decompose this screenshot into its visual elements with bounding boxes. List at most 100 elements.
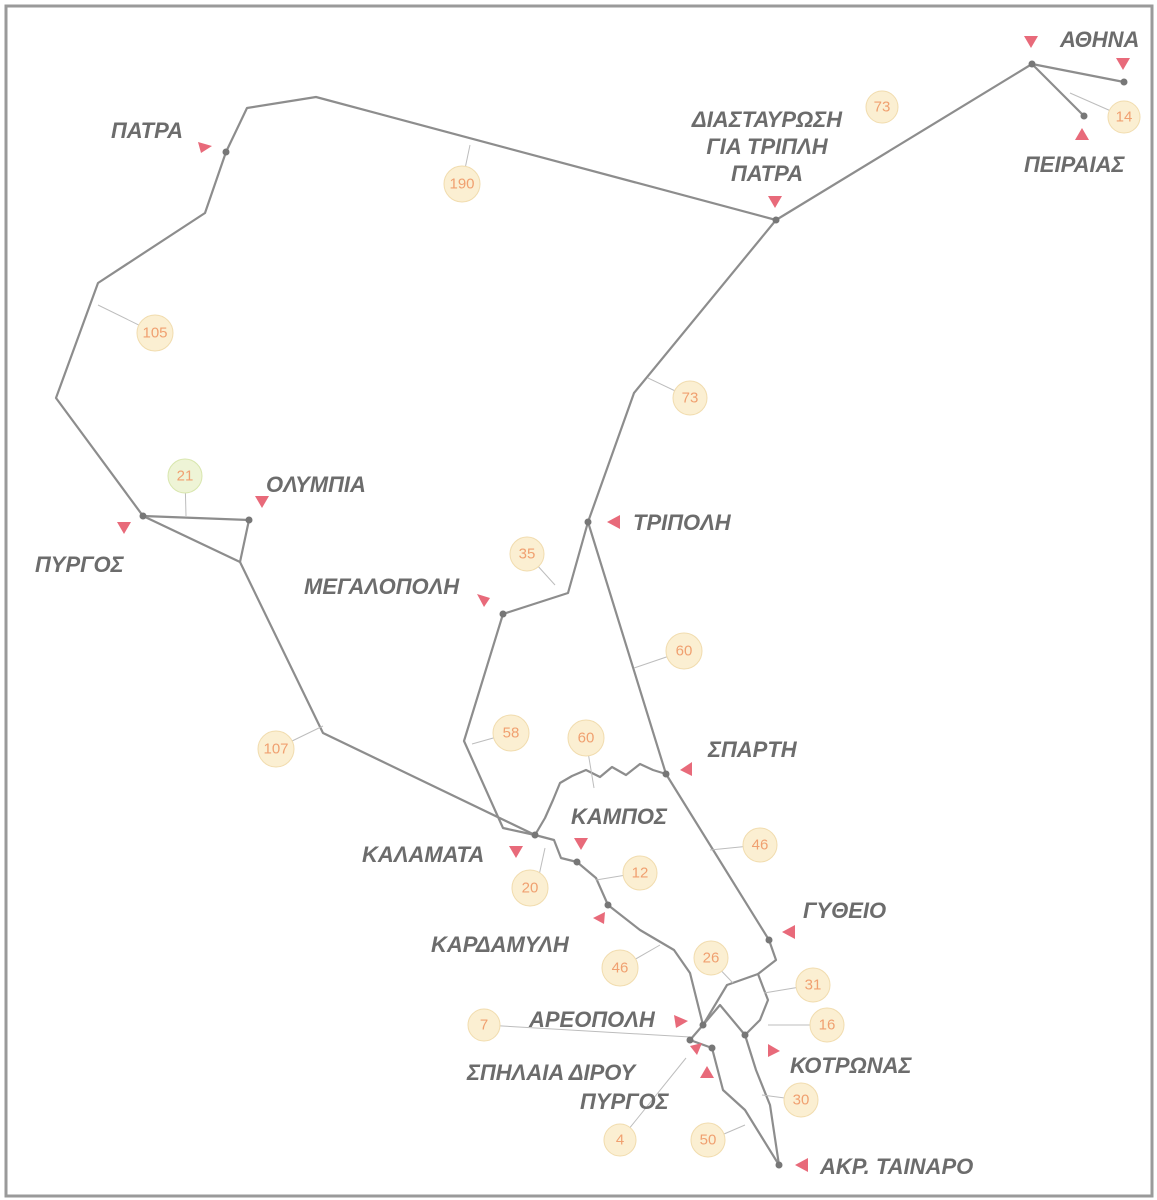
marker-dirou-icon [690, 1043, 702, 1055]
label-kotronas: ΚΟΤΡΩΝΑΣ [790, 1053, 912, 1078]
label-sparti: ΣΠΑΡΤΗ [707, 737, 798, 762]
label-junction-line1: ΔΙΑΣΤΑΥΡΩΣΗ [691, 107, 843, 132]
road-junction-tripoli [586, 218, 778, 524]
badge-areopoli-dirou: 7 [467, 1008, 501, 1042]
svg-text:60: 60 [676, 643, 693, 660]
label-junction-line2: ΓΙΑ ΤΡΙΠΛΗ [706, 134, 828, 159]
marker-areopoli-icon [674, 1015, 688, 1028]
svg-text:46: 46 [752, 837, 769, 854]
label-kampos: ΚΑΜΠΟΣ [571, 804, 668, 829]
road-pyrgos-olympia [141, 514, 251, 522]
svg-text:58: 58 [503, 725, 520, 742]
marker-kotronas-icon [768, 1044, 780, 1057]
junction-dots [139, 60, 1128, 1169]
badge-pyrgos-tainaro: 30 [783, 1082, 819, 1118]
label-areopoli: ΑΡΕΟΠΟΛΗ [528, 1007, 656, 1032]
marker-athina-right-icon [1116, 58, 1130, 70]
road-gytheio-kotronas [743, 972, 770, 1037]
badge-kampos-sparti: 60 [567, 719, 605, 757]
label-megalopoli: ΜΕΓΑΛΟΠΟΛΗ [304, 574, 460, 599]
badge-kardamyli-areopoli: 46 [601, 949, 639, 987]
label-athina: ΑΘΗΝΑ [1059, 27, 1139, 52]
road-megalopoli-kalamata [462, 612, 537, 837]
label-gytheio: ΓΥΘΕΙΟ [803, 898, 886, 923]
marker-sparti-icon [680, 762, 692, 776]
svg-text:21: 21 [177, 468, 194, 485]
marker-junction-icon [768, 196, 782, 208]
road-patra-pyrgos [54, 150, 228, 518]
marker-kampos-icon [574, 838, 588, 850]
map-border [4, 4, 1154, 1198]
badge-areopoli-tainaro: 50 [690, 1122, 726, 1158]
road-areopoli-kotronas [701, 1003, 747, 1037]
road-junction-athina [774, 62, 1034, 222]
badge-junction-tripoli: 73 [672, 380, 708, 416]
badge-areopoli-kotronas: 16 [809, 1007, 845, 1043]
badge-megalopoli-kalamata: 58 [492, 714, 530, 752]
svg-text:73: 73 [682, 390, 699, 407]
label-kardamyli: ΚΑΡΔΑΜΥΛΗ [431, 932, 570, 957]
city-labels: ΑΘΗΝΑ ΠΕΙΡΑΙΑΣ ΔΙΑΣΤΑΥΡΩΣΗ ΓΙΑ ΤΡΙΠΛΗ ΠΑ… [35, 27, 1139, 1179]
badge-kampos-kardamyli: 12 [622, 855, 658, 891]
label-olympia: ΟΛΥΜΠΙΑ [266, 472, 366, 497]
distance-leaders [97, 92, 1121, 1141]
badge-tripoli-sparti: 60 [665, 632, 703, 670]
label-tripoli: ΤΡΙΠΟΛΗ [633, 510, 732, 535]
svg-text:31: 31 [805, 977, 822, 994]
distance-badges: 73 14 190 105 21 73 35 60 107 58 60 46 2… [136, 90, 1141, 1158]
marker-tripoli-icon [607, 515, 620, 529]
road-kardamyli-areopoli [606, 903, 705, 1027]
badge-pyrgos-olympia: 21 [167, 458, 203, 494]
badge-gytheio-areopoli: 26 [693, 940, 729, 976]
marker-gytheio-icon [782, 925, 795, 939]
marker-athina-left-icon [1024, 36, 1038, 48]
badge-patra-pyrgos: 105 [136, 314, 174, 352]
road-patra-junction [224, 95, 778, 222]
label-pyrgos-mani: ΠΥΡΓΟΣ [580, 1089, 670, 1114]
road-kalamata-sparti-mountain [533, 762, 668, 837]
svg-text:73: 73 [874, 99, 891, 116]
label-spilaia-dirou: ΣΠΗΛΑΙΑ ΔΙΡΟΥ [466, 1060, 637, 1085]
svg-text:30: 30 [793, 1092, 810, 1109]
svg-text:50: 50 [700, 1132, 717, 1149]
road-tripoli-sparti [586, 520, 668, 776]
road-sparti-gytheio [664, 772, 771, 942]
road-athina-east [1030, 62, 1126, 84]
label-junction-line3: ΠΑΤΡΑ [731, 161, 803, 186]
marker-pyrgos-icon [117, 522, 131, 534]
badge-gytheio-kotronas: 31 [795, 967, 831, 1003]
marker-megalopoli-icon [477, 594, 490, 607]
badge-athina-junction: 73 [865, 90, 899, 124]
label-kalamata: ΚΑΛΑΜΑΤΑ [362, 842, 484, 867]
marker-kalamata-icon [509, 846, 523, 858]
marker-tainaro-icon [795, 1158, 808, 1172]
svg-text:46: 46 [612, 960, 629, 977]
label-pyrgos: ΠΥΡΓΟΣ [35, 552, 125, 577]
svg-text:105: 105 [142, 325, 167, 342]
svg-text:12: 12 [632, 865, 649, 882]
label-tainaro: ΑΚΡ. ΤΑΙΝΑΡΟ [819, 1154, 973, 1179]
svg-text:20: 20 [522, 880, 539, 897]
badge-athina-peiraias: 14 [1107, 100, 1141, 134]
road-kampos-kardamyli [575, 860, 610, 907]
marker-pyrgos-mani-icon [700, 1066, 714, 1078]
road-kotronas-tainaro [743, 1033, 781, 1167]
label-peiraias: ΠΕΙΡΑΙΑΣ [1024, 152, 1126, 177]
road-tripoli-megalopoli [501, 520, 590, 616]
road-network [54, 62, 1126, 1167]
svg-text:16: 16 [819, 1017, 836, 1034]
svg-text:107: 107 [263, 741, 288, 758]
road-pyrgos-tainaro [710, 1046, 781, 1167]
label-patra: ΠΑΤΡΑ [111, 118, 183, 143]
badge-pyrgos-kalamata: 107 [257, 730, 295, 768]
svg-text:190: 190 [449, 176, 474, 193]
badge-tripoli-megalopoli: 35 [509, 536, 545, 572]
city-markers [117, 36, 1130, 1172]
svg-text:35: 35 [519, 546, 536, 563]
badge-dirou-pyrgos: 4 [603, 1123, 637, 1157]
svg-text:26: 26 [703, 950, 720, 967]
svg-text:60: 60 [578, 730, 595, 747]
badge-sparti-gytheio: 46 [742, 827, 778, 863]
